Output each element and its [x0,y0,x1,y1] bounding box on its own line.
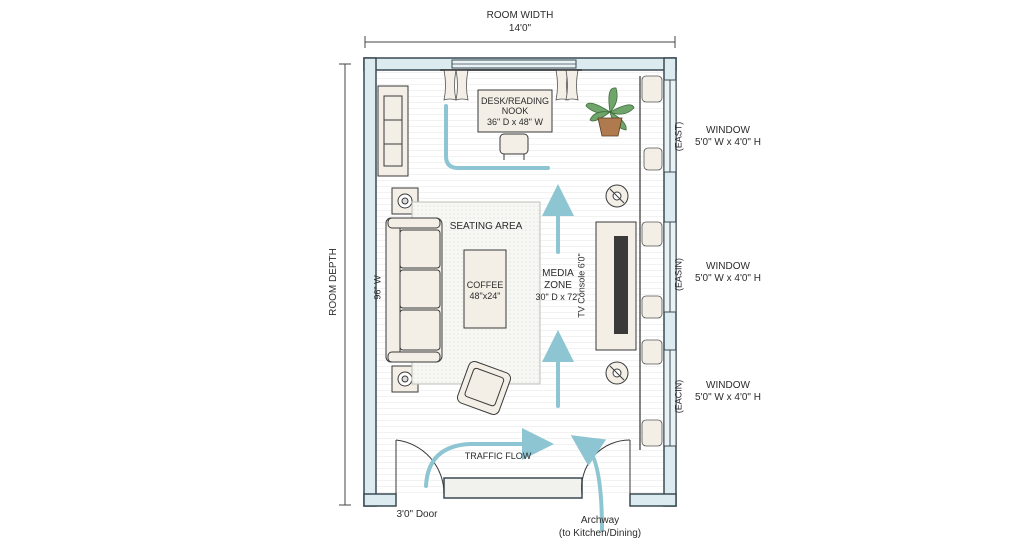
room-width-value: 14'0" [508,23,532,34]
depth-dimension-line [339,63,351,506]
window-1-size: 5'0" W x 4'0" H [695,137,761,148]
door-swing [395,439,445,495]
armchair [456,360,512,416]
desk-chair [499,133,529,160]
coffee-label-line1: COFFEE [466,280,504,290]
window-1-title: WINDOW [706,125,750,136]
coffee-table [463,249,507,329]
arrow-icon [424,104,607,532]
window-2-side: (EASIN) [673,258,684,292]
lamp-icon [605,184,629,385]
curtain-icon [440,69,582,101]
room-width-label: ROOM WIDTH [486,10,554,21]
archway-label-line1: Archway [580,515,620,526]
traffic-flow-label: TRAFFIC FLOW [464,451,532,461]
desk [477,89,553,133]
wall-south-right [629,493,677,507]
north-window [451,59,577,69]
window-3-side: (EACIN) [673,379,684,414]
window-1-side: (EAST) [673,121,684,152]
east-curtains [639,75,663,450]
coffee-label-line2: 48"x24" [469,291,501,301]
wall-south-middle [443,477,583,499]
tv-console-label: TV Console 6'0" [576,253,587,318]
desk-title-line1: DESK/READING [480,96,549,106]
sofa-width-label: 96" W [372,275,383,300]
tv-console [595,221,637,351]
archway-label-line2: (to Kitchen/Dining) [558,528,642,539]
window-2-title: WINDOW [706,261,750,272]
width-dimension-line [364,36,676,48]
room-depth-label: ROOM DEPTH [328,248,339,316]
east-windows [663,79,677,447]
door-label: 3'0" Door [396,509,438,520]
media-label-line2: ZONE [544,280,572,291]
side-table-top [391,187,419,215]
media-label-line1: MEDIA [542,268,574,279]
desk-title-line2: NOOK [501,106,529,116]
window-3-size: 5'0" W x 4'0" H [695,392,761,403]
window-3-title: WINDOW [706,380,750,391]
desk-size: 36" D x 48" W [487,117,543,127]
wall-south-left [363,493,397,507]
sofa [385,217,443,363]
plant-icon [585,87,635,137]
bookshelf [377,85,409,177]
window-2-size: 5'0" W x 4'0" H [695,273,761,284]
seating-area-label: SEATING AREA [449,221,523,232]
media-label-size: 30" D x 72" [535,292,581,302]
